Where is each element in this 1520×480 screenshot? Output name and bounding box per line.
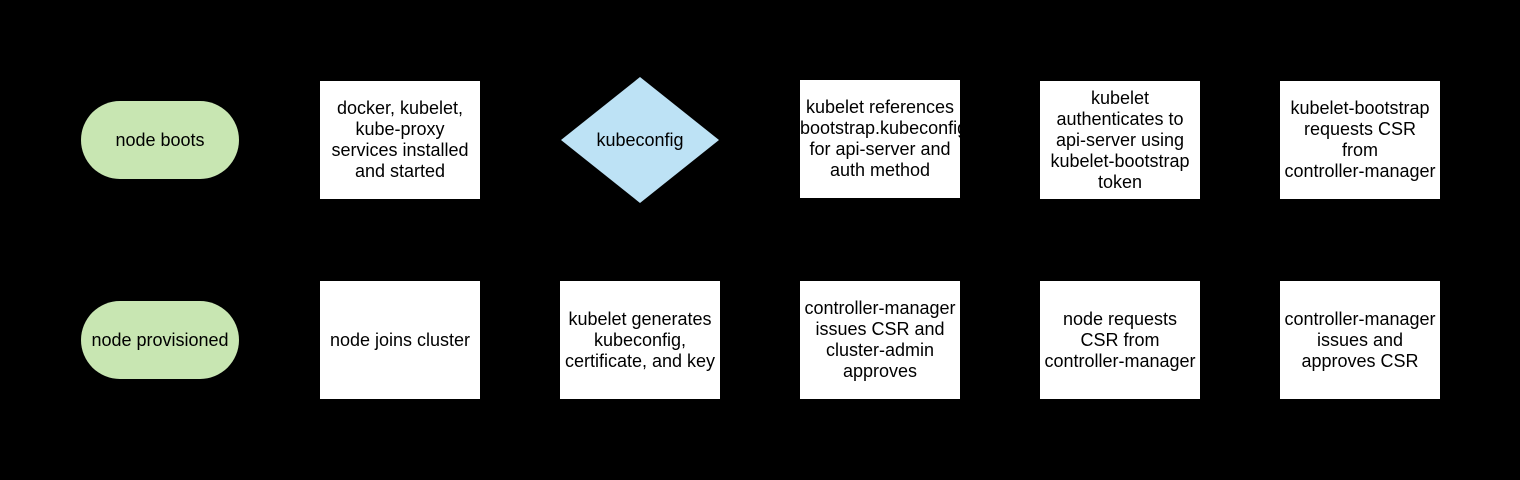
decision-kubeconfig: kubeconfig bbox=[561, 77, 719, 203]
node-label: kubelet generates kubeconfig, certificat… bbox=[564, 308, 716, 371]
process-cm-issues-csr-admin-approves: controller-manager issues CSR and cluste… bbox=[800, 281, 960, 399]
node-label: kubelet authenticates to api-server usin… bbox=[1050, 87, 1190, 192]
node-label: kubeconfig bbox=[596, 129, 684, 150]
node-label: controller-manager issues and approves C… bbox=[1284, 308, 1436, 371]
node-label: node requests CSR from controller-manage… bbox=[1044, 308, 1196, 371]
process-cm-issues-and-approves-csr: controller-manager issues and approves C… bbox=[1280, 281, 1440, 399]
process-authenticates-to-api-server: kubelet authenticates to api-server usin… bbox=[1040, 81, 1200, 199]
node-label: kubelet-bootstrap requests CSR from cont… bbox=[1284, 98, 1436, 181]
node-label: node provisioned bbox=[91, 329, 229, 350]
process-references-bootstrap-kubeconfig: kubelet references bootstrap.kubeconfig … bbox=[800, 80, 960, 198]
node-label: controller-manager issues CSR and cluste… bbox=[804, 298, 956, 381]
process-node-joins-cluster: node joins cluster bbox=[320, 281, 480, 399]
node-label: node joins cluster bbox=[329, 329, 471, 350]
terminal-node-boots: node boots bbox=[81, 101, 239, 179]
diamond-shape bbox=[561, 77, 719, 203]
node-label: docker, kubelet, kube-proxy services ins… bbox=[331, 98, 469, 181]
process-node-requests-csr: node requests CSR from controller-manage… bbox=[1040, 281, 1200, 399]
node-label: kubelet references bootstrap.kubeconfig … bbox=[800, 97, 960, 180]
node-label: node boots bbox=[115, 129, 205, 150]
process-bootstrap-requests-csr: kubelet-bootstrap requests CSR from cont… bbox=[1280, 81, 1440, 199]
process-services-installed: docker, kubelet, kube-proxy services ins… bbox=[320, 81, 480, 199]
process-generates-kubeconfig: kubelet generates kubeconfig, certificat… bbox=[560, 281, 720, 399]
terminal-node-provisioned: node provisioned bbox=[81, 301, 239, 379]
